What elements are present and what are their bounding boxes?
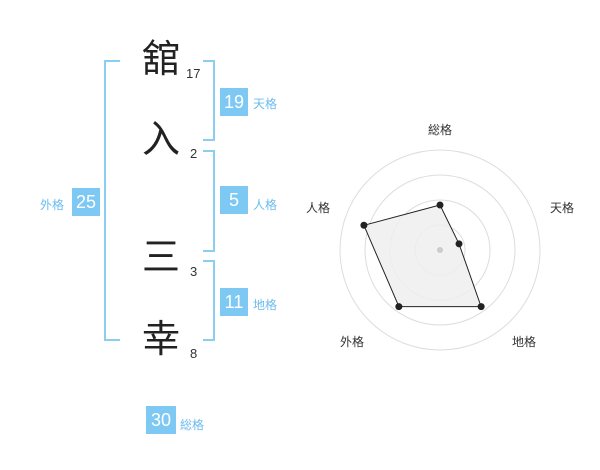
stroke-count-3: 3: [190, 264, 198, 279]
radar-grid-ring: [364, 174, 516, 326]
radar-point-1: [436, 201, 444, 209]
radar-axis-label-chikaku: 地格: [512, 334, 536, 349]
gaikaku-value-badge: 25: [72, 188, 100, 216]
tenkaku-label: 天格: [253, 97, 278, 111]
radar-point-2: [455, 240, 463, 248]
radar-axis-label-gaikaku: 外格: [340, 334, 364, 349]
gaikaku-label: 外格: [40, 198, 65, 212]
jinkaku-bracket: [203, 150, 215, 252]
radar-point-5: [360, 221, 368, 229]
chikaku-label: 地格: [253, 298, 278, 312]
stroke-count-4: 8: [190, 346, 198, 361]
jinkaku-label: 人格: [253, 198, 278, 212]
soukaku-value-badge: 30: [146, 406, 176, 434]
radar-axis-label-tenkaku: 天格: [550, 200, 574, 215]
name-char-1: 舘: [142, 37, 181, 81]
radar-points: [360, 201, 485, 311]
jinkaku-value-badge: 5: [220, 186, 248, 214]
radar-point-4: [395, 303, 403, 311]
stroke-count-2: 2: [190, 146, 198, 161]
name-char-2: 入: [142, 117, 181, 161]
radar-axis-label-jinkaku: 人格: [306, 200, 330, 215]
chikaku-value-badge: 11: [220, 288, 248, 316]
radar-center-dot: [437, 247, 443, 253]
soukaku-label: 総格: [180, 418, 205, 432]
name-char-3: 三: [142, 235, 181, 279]
name-char-4: 幸: [142, 317, 181, 361]
radar-point-3: [477, 303, 485, 311]
chikaku-bracket: [203, 260, 215, 341]
radar-axis-label-soukaku: 総格: [428, 122, 452, 137]
gaikaku-bracket: [104, 60, 120, 341]
radar-shape: [363, 204, 482, 308]
tenkaku-value-badge: 19: [220, 88, 248, 116]
tenkaku-bracket: [203, 60, 215, 141]
stroke-count-1: 17: [186, 66, 201, 81]
radar-grid-ring: [339, 149, 541, 351]
